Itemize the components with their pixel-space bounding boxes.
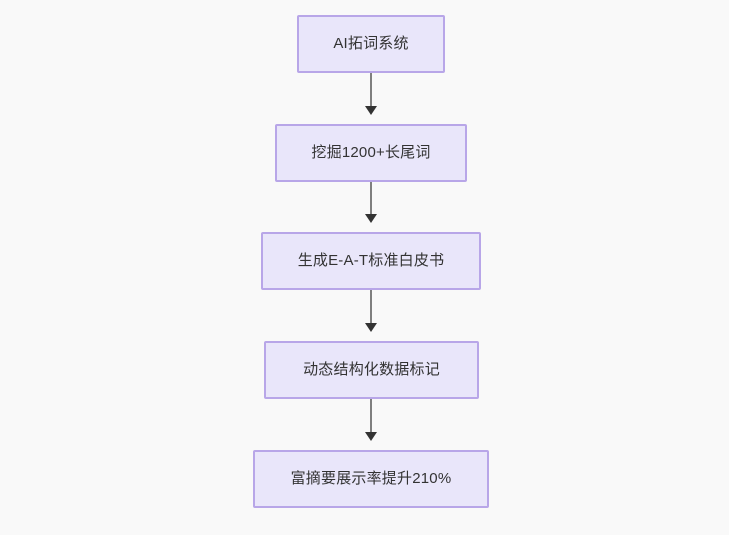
flow-node-rich-snippet-growth[interactable]: 富摘要展示率提升210% [253,450,489,508]
arrowhead-icon [365,323,377,332]
flow-node-ai-keyword-system[interactable]: AI拓词系统 [297,15,445,73]
flow-node-label: AI拓词系统 [333,35,409,52]
flow-node-label: 生成E-A-T标准白皮书 [297,252,445,269]
flow-edge-1 [370,73,372,107]
flow-edge-4 [370,399,372,433]
arrowhead-icon [365,106,377,115]
flow-node-label: 富摘要展示率提升210% [290,470,452,487]
arrowhead-icon [365,432,377,441]
arrowhead-icon [365,214,377,223]
flow-node-mine-longtail-keywords[interactable]: 挖掘1200+长尾词 [275,124,467,182]
flow-node-dynamic-structured-data[interactable]: 动态结构化数据标记 [264,341,479,399]
flow-node-generate-eat-whitepaper[interactable]: 生成E-A-T标准白皮书 [261,232,481,290]
flow-edge-3 [370,290,372,324]
flow-node-label: 挖掘1200+长尾词 [311,144,431,161]
flow-edge-2 [370,182,372,215]
flow-node-label: 动态结构化数据标记 [303,361,440,378]
